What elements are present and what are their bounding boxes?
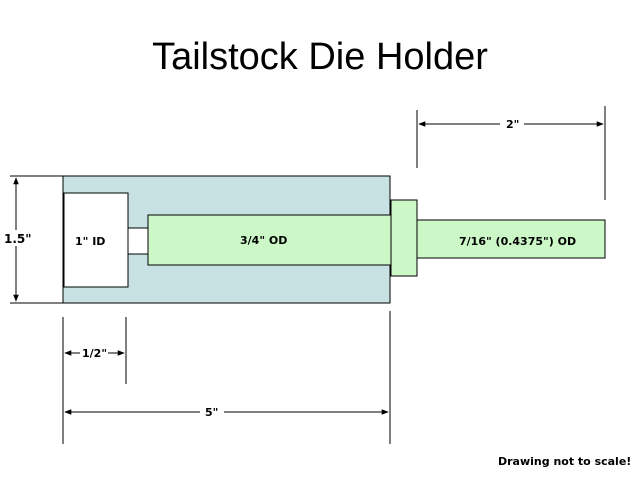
height-label: 1.5" [4, 232, 32, 246]
shaft-label: 3/4" OD [240, 234, 287, 247]
bore-label: 1" ID [75, 235, 105, 248]
scale-note: Drawing not to scale! [498, 455, 631, 468]
collar [390, 199, 418, 277]
bore-cavity [63, 192, 129, 288]
total-length-label-bg [200, 405, 224, 419]
total-length-label: 5" [205, 406, 218, 419]
stub-label: 7/16" (0.4375") OD [459, 235, 576, 248]
relief-step [127, 227, 149, 255]
shaft-three-quarter [147, 214, 392, 266]
diagram-title: Tailstock Die Holder [152, 36, 488, 78]
height-label-bg [3, 230, 33, 246]
stub-length-label: 2" [506, 118, 519, 131]
stub-seven-sixteenths [416, 219, 606, 259]
bore-depth-label: 1/2" [82, 347, 107, 360]
stub-length-label-bg [500, 117, 524, 131]
bore-depth-label-bg [80, 346, 108, 360]
